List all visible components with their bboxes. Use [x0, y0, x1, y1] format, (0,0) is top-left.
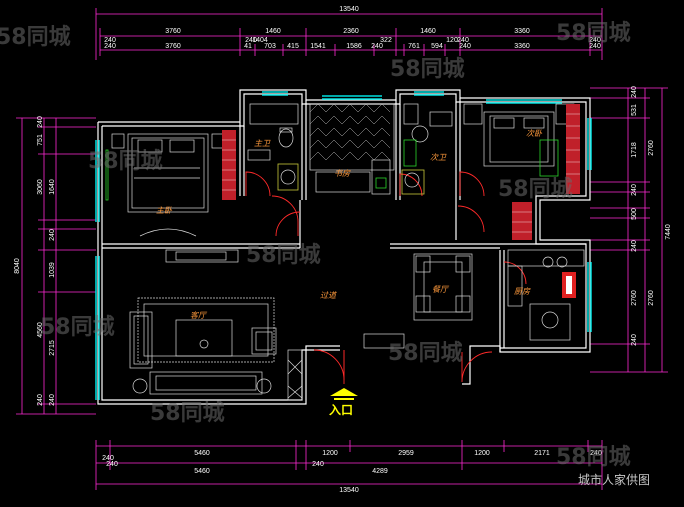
dim-bot-r2-2: 240: [312, 461, 324, 468]
dim-bot-r1-5: 2171: [534, 450, 550, 457]
dim-right-total: 7440: [665, 224, 672, 240]
dim-top-r2-6: 322: [380, 37, 392, 44]
dim-top-r2s-0: 240: [104, 43, 116, 50]
image-credit: 城市人家供图: [578, 472, 650, 487]
dimension-right: 240 531 2760 1718 240 500 240 2760 240 2…: [590, 86, 672, 373]
dim-left-r2-2: 240: [37, 394, 44, 406]
dim-right-r2-0: 2760: [648, 290, 655, 306]
room-label-second-bath: 次卫: [430, 153, 447, 162]
dim-top-r1-2: 2360: [343, 28, 359, 35]
dining-furniture: [363, 253, 473, 349]
dim-top-r2-4: 1541: [310, 43, 326, 50]
room-label-dining: 餐厅: [432, 285, 450, 294]
dim-top-r2-9: 120: [446, 37, 458, 44]
dim-right-r1-2: 2760: [648, 140, 655, 156]
kitchen-furniture: [507, 249, 585, 341]
dim-bot-r1-4: 1200: [474, 450, 490, 457]
dim-top-r2-2: 703: [264, 43, 276, 50]
watermark: 58同城: [388, 340, 463, 366]
watermark: 58同城: [390, 56, 465, 82]
dim-left-r1-5: 1039: [49, 262, 56, 278]
entry-label: 入口: [329, 403, 353, 417]
dim-top-r2-3: 415: [287, 43, 299, 50]
watermark: 58同城: [40, 314, 115, 340]
dim-top-r2s-3: 240: [459, 43, 471, 50]
dim-top-r1s-2: 240: [457, 37, 469, 44]
second-bath-furniture: [401, 103, 453, 195]
dim-left-r2-0: 4560: [37, 322, 44, 338]
dim-top-r2-8: 594: [431, 43, 443, 50]
dim-bot-r1-2: 1200: [322, 450, 338, 457]
windows: [95, 91, 592, 400]
dim-right-r1-0: 240: [631, 86, 638, 98]
dim-bot-total: 13540: [339, 487, 359, 494]
dim-top-r1-3: 1460: [420, 28, 436, 35]
dim-top-r1s-3: 240: [589, 37, 601, 44]
dim-left-total: 8040: [14, 258, 21, 274]
study-furniture: [309, 103, 395, 195]
dim-left-r1-6: 240: [49, 394, 56, 406]
room-label-master-bedroom: 主卧: [156, 206, 173, 215]
dim-bot-r1-3: 2959: [398, 450, 414, 457]
doors: [245, 171, 527, 384]
watermark: 58同城: [498, 176, 573, 202]
dim-right-r1-1: 531: [631, 104, 638, 116]
dimension-left: 8040 240 751 3060 1640 240 1039 240 4560…: [14, 116, 96, 415]
watermark: 58同城: [246, 242, 321, 268]
dim-top-r1-4: 3360: [514, 28, 530, 35]
dim-top-r2-0: 3760: [165, 43, 181, 50]
dim-top-r2-5: 1586: [346, 43, 362, 50]
dim-left-r1-3: 1640: [49, 179, 56, 195]
watermark: 58同城: [88, 148, 163, 174]
master-bath-furniture: [247, 103, 299, 191]
watermark: 58同城: [556, 444, 631, 470]
room-label-second-bedroom: 次卧: [526, 129, 543, 138]
dimension-bottom: 240 5460 1200 2959 1200 2171 240 240 546…: [95, 440, 603, 494]
dim-right-r1-4: 240: [631, 184, 638, 196]
dim-left-r1-0: 240: [37, 116, 44, 128]
dim-bot-r2-3: 4289: [372, 468, 388, 475]
living-room-furniture: [129, 249, 303, 401]
room-label-kitchen: 厨房: [514, 287, 531, 296]
room-label-corridor: 过道: [320, 291, 337, 300]
dim-top-r2-1: 1404: [252, 37, 268, 44]
dim-right-r1-7: 2760: [631, 290, 638, 306]
dim-right-r1-8: 240: [631, 334, 638, 346]
dim-left-r1-1: 751: [37, 134, 44, 146]
dim-right-r1-3: 1718: [631, 142, 638, 158]
dim-bot-r1-6: 240: [590, 450, 602, 457]
dim-top-r2-11: 240: [589, 43, 601, 50]
dim-left-r2-1: 2715: [49, 340, 56, 356]
second-bedroom-furniture: [463, 103, 580, 240]
dim-top-total: 13540: [339, 6, 359, 13]
watermark: 58同城: [0, 24, 71, 50]
dim-right-r1-6: 240: [631, 240, 638, 252]
dim-top-r1s-0: 240: [104, 37, 116, 44]
entry-arrow-icon: [330, 388, 358, 400]
dim-right-r1-5: 500: [631, 208, 638, 220]
dimension-top: 13540 3760 1460 2360 1460 3360 240 240 2…: [95, 6, 603, 60]
dim-top-r2-7: 761: [408, 43, 420, 50]
dim-top-r2s-1: 41: [244, 43, 252, 50]
dim-bot-r1-1: 5460: [194, 450, 210, 457]
dim-left-r1-4: 240: [49, 229, 56, 241]
dim-left-r1-2: 3060: [37, 179, 44, 195]
master-bedroom-furniture: [105, 130, 236, 237]
room-label-master-bath: 主卫: [254, 139, 271, 148]
dim-bot-r2-0: 240: [106, 461, 118, 468]
dim-top-r1-1: 1460: [265, 28, 281, 35]
dim-top-r1s-1: 240: [245, 37, 257, 44]
dim-bot-r2-1: 5460: [194, 468, 210, 475]
dim-top-r1-0: 3760: [165, 28, 181, 35]
dim-top-r2-10: 3360: [514, 43, 530, 50]
dim-top-r2s-2: 240: [371, 43, 383, 50]
watermark: 58同城: [150, 400, 225, 426]
dim-bot-r1-0: 240: [102, 455, 114, 462]
watermark: 58同城: [556, 20, 631, 46]
room-label-study: 书房: [334, 169, 351, 178]
room-label-living-room: 客厅: [190, 311, 208, 320]
